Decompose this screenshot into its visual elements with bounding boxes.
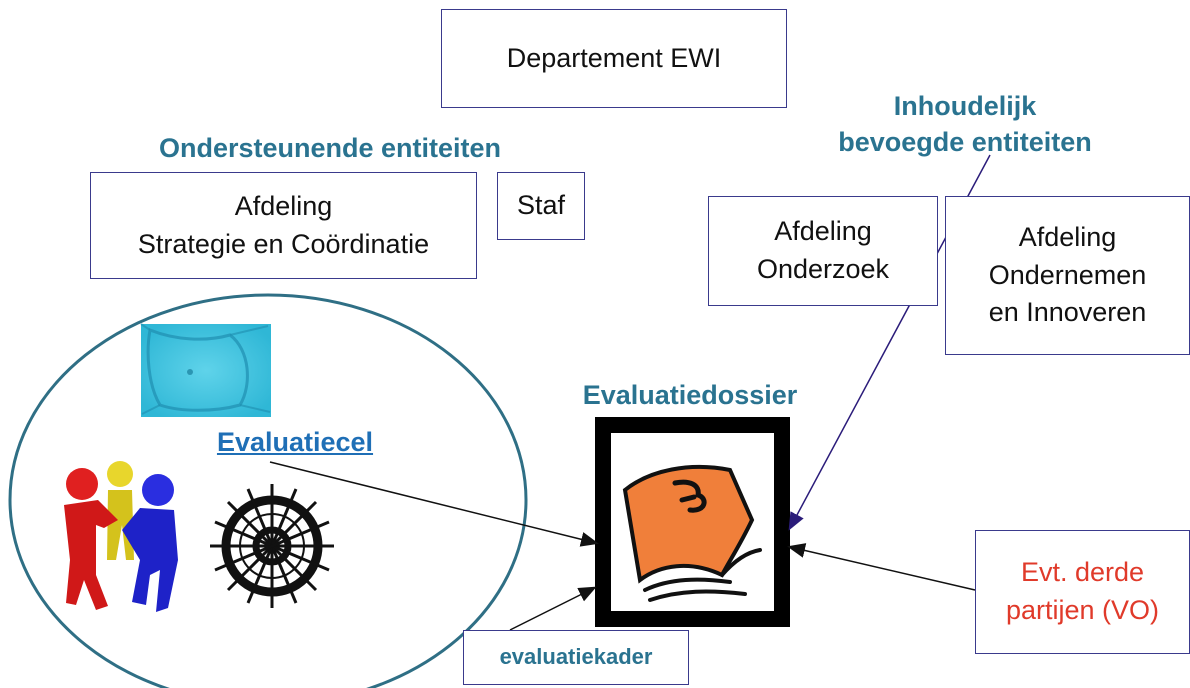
staf-label: Staf — [516, 190, 566, 221]
afdeling-onderzoek-line2: Onderzoek — [756, 254, 890, 284]
afdeling-ondernemen-line2: Ondernemen — [988, 259, 1147, 290]
departement-box: Departement EWI — [441, 9, 787, 108]
afdeling-strategie-line2: Strategie en Coördinatie — [137, 228, 430, 259]
evaluatiecel-ellipse — [8, 293, 528, 688]
ondersteunende-label: Ondersteunende entiteiten — [158, 133, 502, 163]
evaluatiedossier-heading: Evaluatiedossier — [550, 377, 830, 413]
evaluatiekader-box: evaluatiekader — [463, 630, 689, 685]
afdeling-onderzoek-box: Afdeling Onderzoek — [708, 196, 938, 306]
derde-partijen-line1: Evt. derde — [1020, 557, 1145, 588]
ship-wheel-icon — [210, 484, 334, 608]
arrow-evaluatiecel-to-dossier — [269, 461, 599, 547]
arrow-derde-to-dossier — [787, 543, 976, 591]
cell-image — [140, 323, 271, 417]
derde-partijen-box: Evt. derde partijen (VO) — [975, 530, 1190, 654]
dossier-book-icon — [595, 417, 790, 627]
ondersteunende-heading: Ondersteunende entiteiten — [110, 130, 550, 166]
departement-label: Departement EWI — [506, 42, 722, 73]
afdeling-ondernemen-line3: en Innoveren — [988, 297, 1147, 328]
arrow-kader-to-dossier — [509, 586, 597, 631]
afdeling-ondernemen-line1: Afdeling — [1018, 221, 1117, 252]
team-people-icon — [64, 461, 178, 612]
evaluatiecel-heading: Evaluatiecel — [190, 424, 400, 460]
afdeling-strategie-box: Afdeling Strategie en Coördinatie — [90, 172, 477, 279]
derde-partijen-line2: partijen (VO) — [1005, 595, 1160, 625]
afdeling-onderzoek-line1: Afdeling — [774, 216, 872, 247]
afdeling-ondernemen-box: Afdeling Ondernemen en Innoveren — [945, 196, 1190, 355]
evaluatiedossier-label: Evaluatiedossier — [582, 380, 798, 410]
staf-box: Staf — [497, 172, 585, 240]
inhoudelijk-heading: Inhoudelijk bevoegde entiteiten — [790, 88, 1140, 161]
evaluatiekader-label: evaluatiekader — [499, 644, 653, 670]
evaluatiecel-label: Evaluatiecel — [216, 427, 374, 457]
inhoudelijk-line1: Inhoudelijk — [893, 91, 1037, 121]
afdeling-strategie-line1: Afdeling — [234, 190, 333, 221]
inhoudelijk-line2: bevoegde entiteiten — [838, 127, 1092, 158]
